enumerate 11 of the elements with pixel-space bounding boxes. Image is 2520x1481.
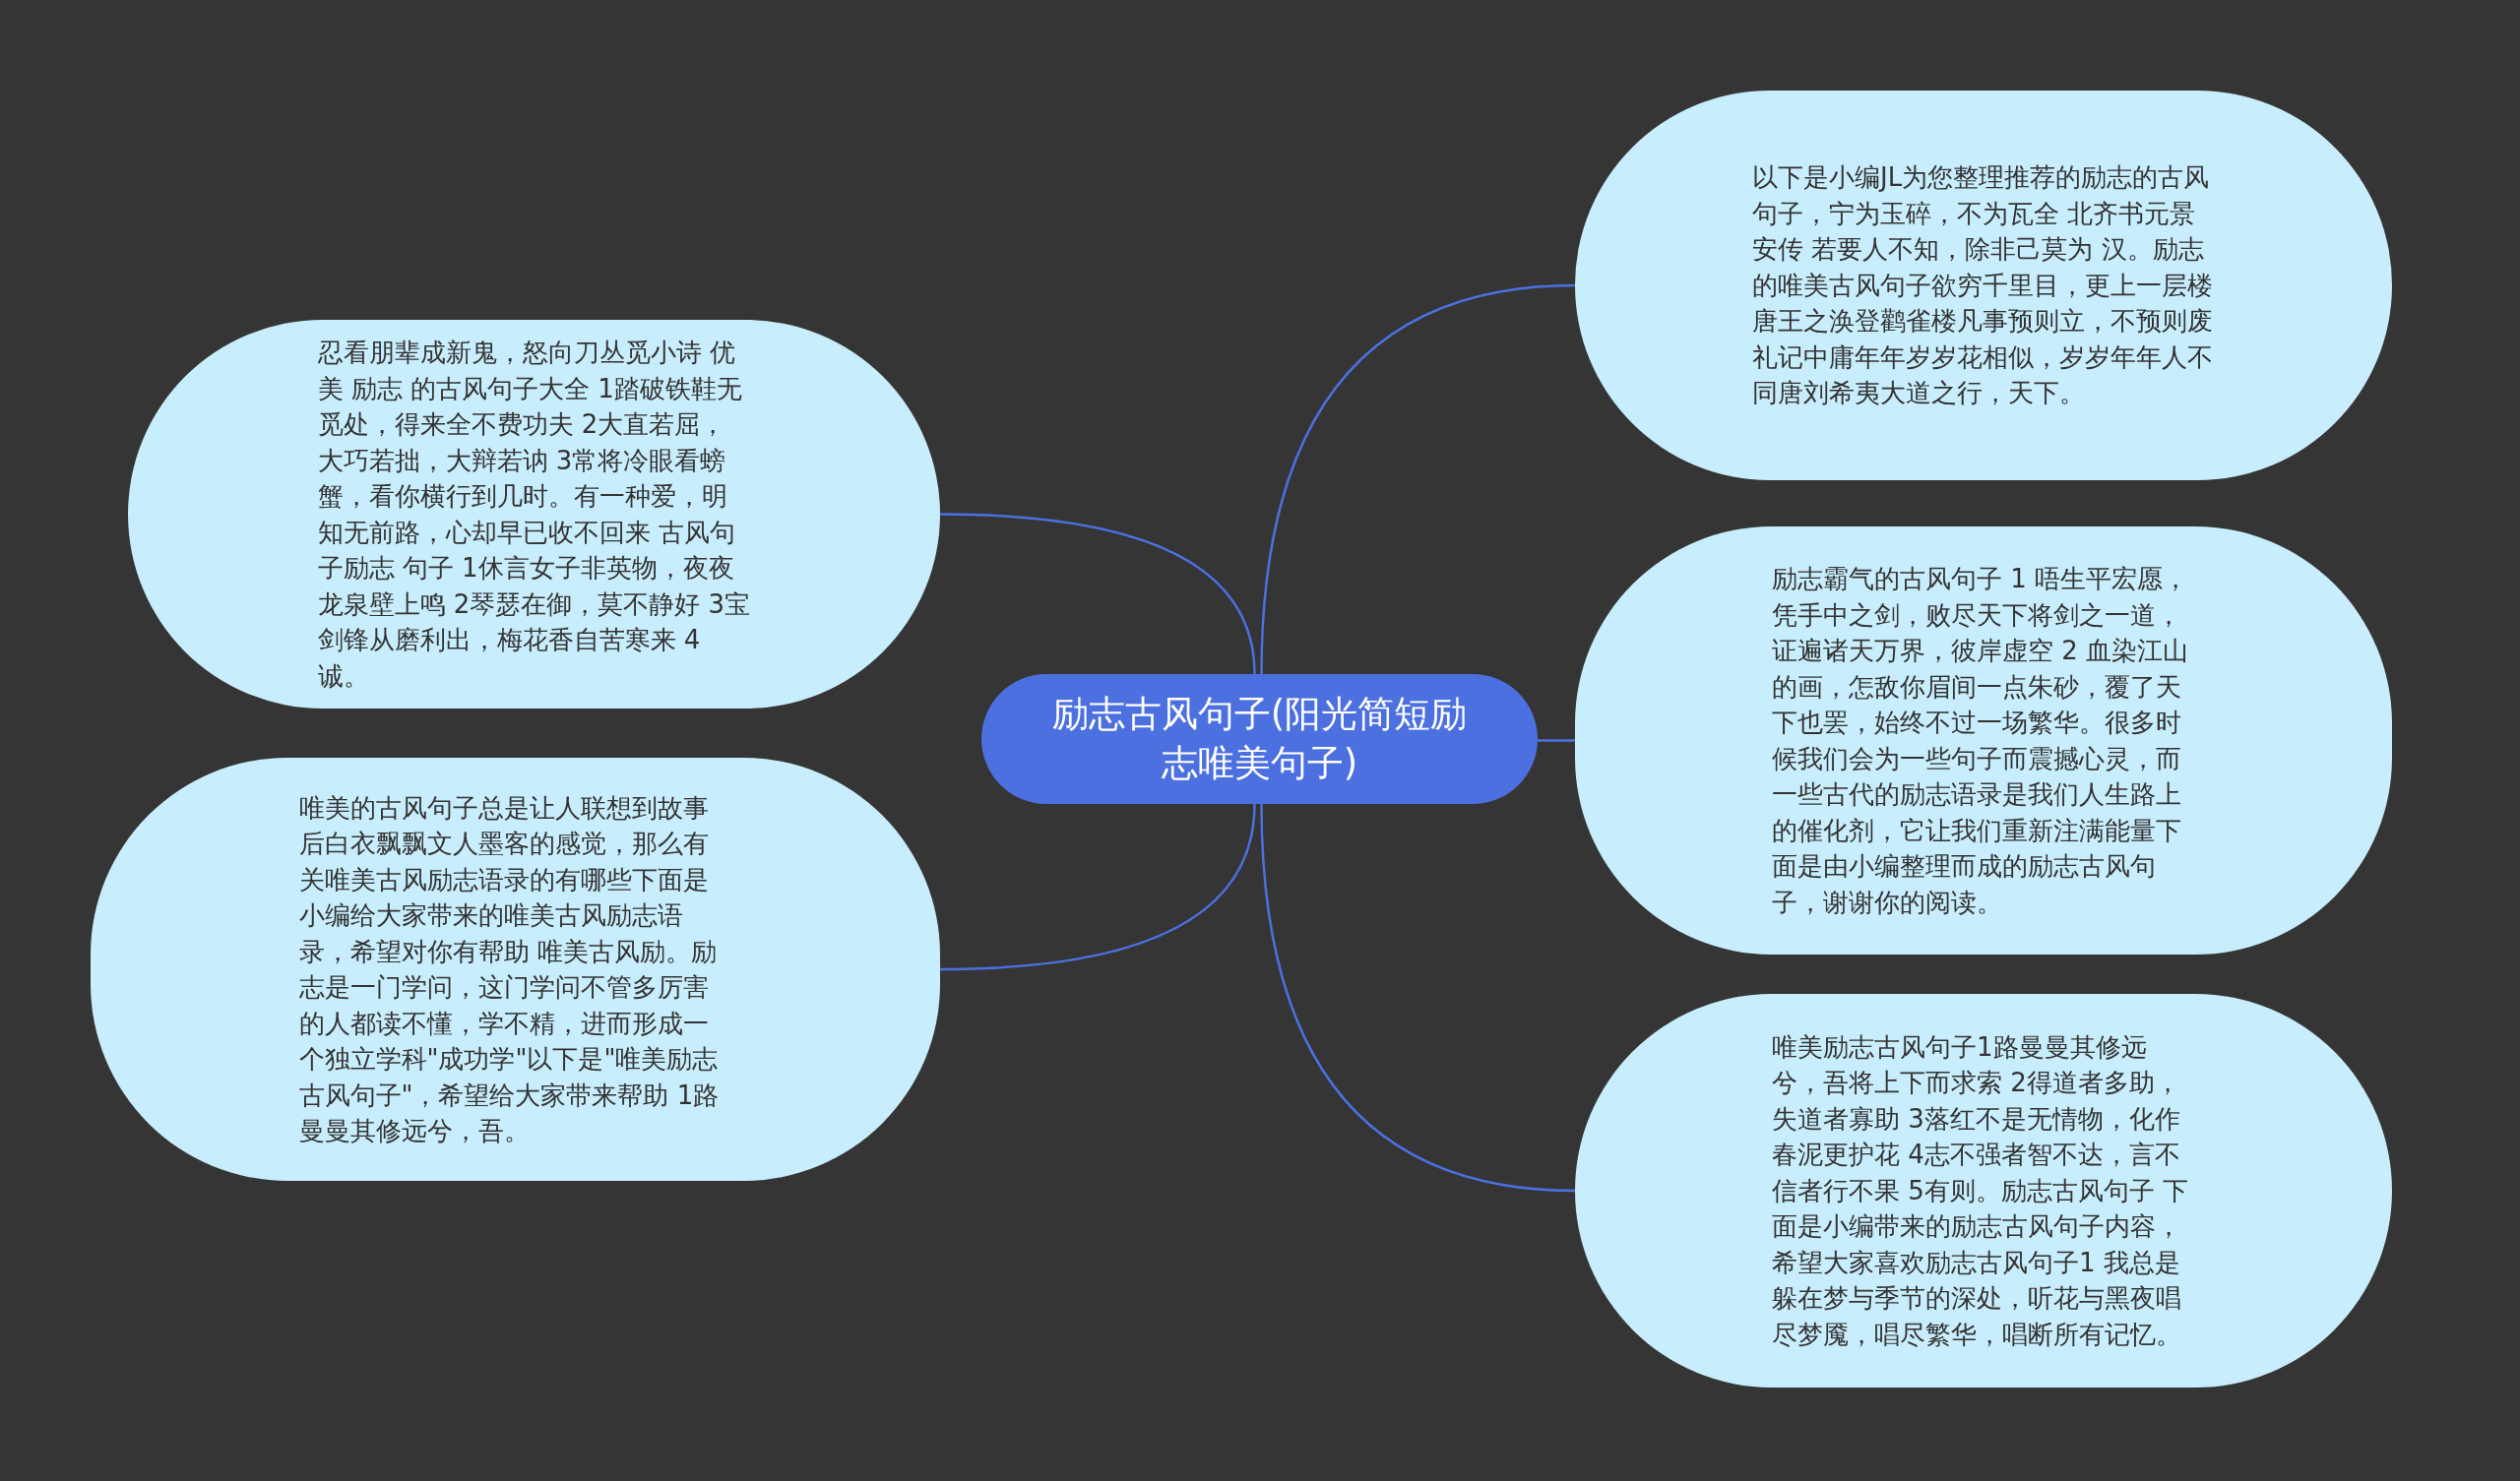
topic-text: 以下是小编JL为您整理推荐的励志的古风句子，宁为玉碎，不为瓦全 北齐书元景安传 若要人不知，除非己莫为 汉。励志的唯美古风句子欲穷千里目，更上一层楼唐王之涣登鹳雀楼凡事预则立，不预则废礼记中庸年年岁岁花相似，岁岁年年人不同唐刘希夷大道之行，天下。 (1752, 161, 2214, 410)
connector-line (1260, 803, 1576, 1193)
connector-line (939, 513, 1256, 675)
topic-text: 唯美的古风句子总是让人联想到故事后白衣飘飘文人墨客的感觉，那么有关唯美古风励志语录的有哪些下面是小编给大家带来的唯美古风励志语录，希望对你有帮助 唯美古风励。励志是一门学问，这门学问不管多厉害的人都读不懂，学不精，进而形成一个独立学科"成功学"以下是"唯美励志古风句子"，希望给大家带来帮助 1路曼曼其修远兮，吾。 (298, 791, 721, 1147)
connector-line (1260, 283, 1576, 675)
topic-text: 励志霸气的古风句子 1 唔生平宏愿，凭手中之剑，败尽天下将剑之一道，证遍诸天万界，彼岸虚空 2 血染江山的画，怎敌你眉间一点朱砂，覆了天下也罢，始终不过一场繁华。很多时候我们会为一些句子而震撼心灵，而一些古代的励志语录是我们人生路上的催化剂，它让我们重新注满能量下面是由小编整理而成的励志古风句子，谢谢你的阅读。 (1772, 563, 2190, 919)
topic-title: 励志古风句子(阳光简短励志唯美句子) (1050, 692, 1469, 786)
topic-text: 唯美励志古风句子1路曼曼其修远兮，吾将上下而求索 2得道者多助，失道者寡助 3落红不是无情物，化作春泥更护花 4志不强者智不达，言不信者行不果 5有则。励志古风句子 下面是小编带来的励志古风句子内容，希望大家喜欢励志古风句子1 我总是躲在梦与季节的深处，听花与黑夜唱尽梦魇，唱尽繁华，唱断所有记忆。 (1772, 1030, 2190, 1351)
topic-text: 忍看朋辈成新鬼，怒向刀丛觅小诗 优美 励志 的古风句子大全 1踏破铁鞋无觅处，得来全不费功夫 2大直若屈，大巧若拙，大辩若讷 3常将冷眼看螃蟹，看你横行到几时。有一种爱，明知无前路，心却早已收不回来 古风句子励志 句子 1休言女子非英物，夜夜龙泉壁上鸣 2琴瑟在御，莫不静好 3宝剑锋从磨利出，梅花香自苦寒来 4诚。 (317, 337, 751, 693)
connector-line (939, 803, 1256, 971)
connector-line (1538, 739, 1575, 742)
